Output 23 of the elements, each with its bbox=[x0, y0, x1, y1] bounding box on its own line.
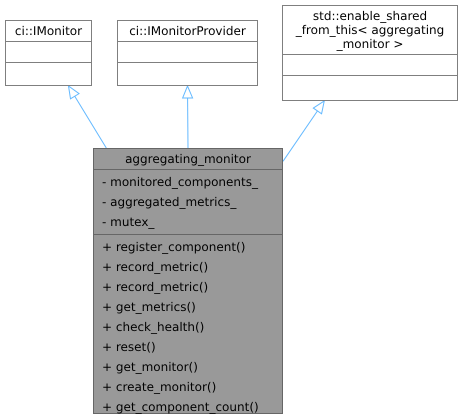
class-attribute: - aggregated_metrics_ bbox=[101, 194, 238, 211]
inheritance-arrow bbox=[282, 100, 325, 162]
class-method: + check_health() bbox=[101, 319, 206, 336]
class-method: + record_metric() bbox=[101, 259, 210, 276]
class-box bbox=[282, 5, 458, 101]
class-method: + record_metric() bbox=[101, 279, 210, 296]
class-method: + reset() bbox=[101, 339, 157, 356]
class-method: + get_component_count() bbox=[101, 399, 260, 416]
class-name: ci::IMonitorProvider bbox=[128, 23, 247, 40]
class-method: + get_metrics() bbox=[101, 299, 197, 316]
inheritance-arrow bbox=[182, 86, 194, 148]
class-name: std::enable_shared _from_this< aggregating _monitor > bbox=[294, 8, 446, 53]
class-box bbox=[93, 148, 283, 414]
class-box bbox=[5, 20, 92, 86]
class-method: + create_monitor() bbox=[101, 379, 218, 396]
class-attribute: - mutex_ bbox=[101, 214, 156, 231]
class-attribute: - monitored_components_ bbox=[101, 174, 260, 191]
class-method: + get_monitor() bbox=[101, 359, 199, 376]
inheritance-arrow bbox=[68, 86, 107, 148]
class-box bbox=[117, 20, 258, 86]
class-name: ci::IMonitor bbox=[14, 23, 84, 40]
class-method: + register_component() bbox=[101, 239, 246, 256]
class-name: aggregating_monitor bbox=[124, 151, 252, 168]
